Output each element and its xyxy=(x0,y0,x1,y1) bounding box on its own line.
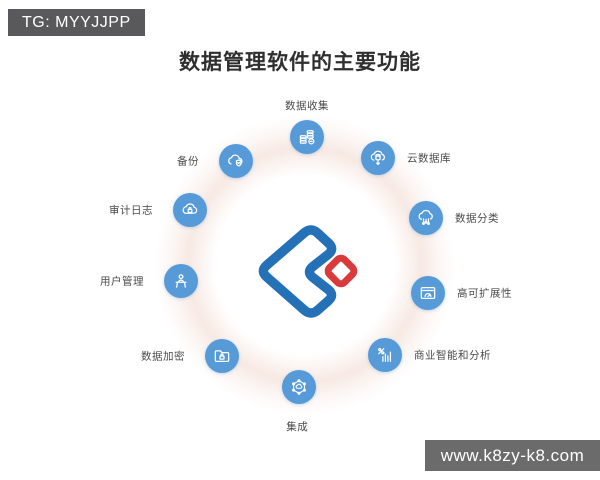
node-business-intelligence: 商业智能和分析 xyxy=(368,338,491,372)
node-data-classification: 数据分类 xyxy=(409,201,499,235)
gauge-window-icon xyxy=(411,276,445,310)
node-label: 商业智能和分析 xyxy=(414,349,491,362)
node-scalability: 高可扩展性 xyxy=(411,276,512,310)
bar-chart-percent-icon xyxy=(368,338,402,372)
tg-badge: TG: MYYJJPP xyxy=(8,9,145,36)
hexagon-network-icon xyxy=(282,370,316,404)
user-podium-icon xyxy=(164,264,198,298)
node-label: 高可扩展性 xyxy=(457,287,512,300)
coins-stack-icon xyxy=(290,120,324,154)
watermark-text: www.k8zy-k8.com xyxy=(440,445,585,465)
cloud-lock-icon xyxy=(173,193,207,227)
cloud-classify-icon xyxy=(409,201,443,235)
node-label: 审计日志 xyxy=(109,204,153,217)
cloud-database-icon xyxy=(361,141,395,175)
node-data-encryption: 数据加密 xyxy=(141,339,239,373)
logo-blue-bracket xyxy=(258,225,337,318)
node-user-management: 用户管理 xyxy=(100,264,198,298)
node-label: 数据分类 xyxy=(455,212,499,225)
node-audit-log: 审计日志 xyxy=(109,193,207,227)
node-label: 备份 xyxy=(177,155,199,168)
node-label: 集成 xyxy=(286,421,309,433)
node-integration: 集成 xyxy=(282,370,316,433)
node-cloud-database: 云数据库 xyxy=(361,141,451,175)
center-brand-logo xyxy=(258,225,358,318)
cloud-shield-icon xyxy=(219,144,253,178)
node-label: 用户管理 xyxy=(100,275,144,288)
node-label: 数据收集 xyxy=(285,100,329,112)
node-backup: 备份 xyxy=(177,144,253,178)
watermark-bar: www.k8zy-k8.com xyxy=(425,440,600,471)
node-label: 云数据库 xyxy=(407,152,451,165)
page-title: 数据管理软件的主要功能 xyxy=(179,51,421,74)
node-label: 数据加密 xyxy=(141,350,185,363)
tg-badge-text: TG: MYYJJPP xyxy=(22,13,131,31)
node-data-collection: 数据收集 xyxy=(285,100,329,154)
folder-lock-icon xyxy=(205,339,239,373)
logo-red-diamond xyxy=(324,254,358,288)
